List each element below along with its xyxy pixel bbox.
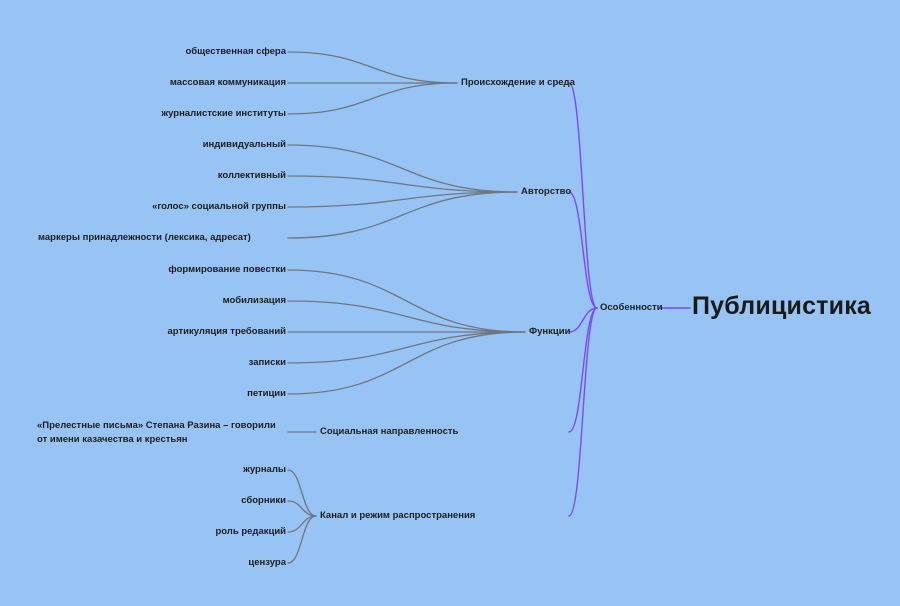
leaf-edge bbox=[287, 191, 518, 208]
leaf-edge bbox=[287, 144, 518, 193]
leaf-node[interactable]: формирование повестки bbox=[168, 264, 286, 275]
hub-branch-edge bbox=[568, 82, 598, 309]
leaf-node[interactable]: петиции bbox=[247, 388, 286, 399]
hub-branch-edge bbox=[568, 307, 598, 433]
leaf-node[interactable]: индивидуальный bbox=[202, 139, 286, 150]
leaf-node[interactable]: массовая коммуникация bbox=[169, 77, 286, 88]
leaf-node[interactable]: журналы bbox=[243, 464, 286, 475]
leaf-node[interactable]: роль редакций bbox=[215, 526, 286, 537]
hub-node[interactable]: Особенности bbox=[600, 302, 663, 313]
leaf-edge bbox=[287, 500, 317, 517]
leaf-node[interactable]: общественная сфера bbox=[185, 46, 286, 57]
leaf-node[interactable]: «Прелестные письма» Степана Разина – гов… bbox=[37, 420, 276, 445]
leaf-edge bbox=[287, 515, 317, 564]
branch-node-channel[interactable]: Канал и режим распространения bbox=[320, 510, 476, 521]
leaf-edge bbox=[287, 331, 526, 364]
hub-branch-edge bbox=[568, 307, 598, 333]
leaf-edge bbox=[287, 331, 526, 395]
leaf-edge bbox=[287, 300, 526, 333]
branch-node-social-direction[interactable]: Социальная направленность bbox=[320, 426, 459, 437]
leaf-edge bbox=[287, 469, 317, 517]
leaf-node[interactable]: мобилизация bbox=[222, 295, 286, 306]
leaf-node[interactable]: цензура bbox=[248, 557, 286, 568]
leaf-node[interactable]: маркеры принадлежности (лексика, адресат… bbox=[38, 232, 251, 243]
leaf-node[interactable]: записки bbox=[248, 357, 286, 368]
branch-node-authorship[interactable]: Авторство bbox=[521, 186, 572, 197]
leaf-edge bbox=[287, 175, 518, 193]
leaf-node[interactable]: «голос» социальной группы bbox=[152, 201, 286, 212]
branch-node-functions[interactable]: Функции bbox=[529, 326, 571, 337]
leaf-node[interactable]: журналистские институты bbox=[161, 108, 286, 119]
leaf-edge bbox=[287, 82, 458, 115]
hub-branch-edge bbox=[568, 191, 598, 309]
leaf-node[interactable]: артикуляция требований bbox=[167, 326, 286, 337]
hub-branch-edge bbox=[568, 307, 598, 517]
leaf-node[interactable]: сборники bbox=[241, 495, 286, 506]
leaf-edge bbox=[287, 269, 526, 333]
leaf-edge bbox=[287, 191, 518, 239]
branch-node-origin[interactable]: Происхождение и среда bbox=[461, 77, 575, 88]
root-node[interactable]: Публицистика bbox=[692, 292, 872, 320]
leaf-node[interactable]: коллективный bbox=[217, 170, 286, 181]
leaf-edge bbox=[287, 51, 458, 84]
